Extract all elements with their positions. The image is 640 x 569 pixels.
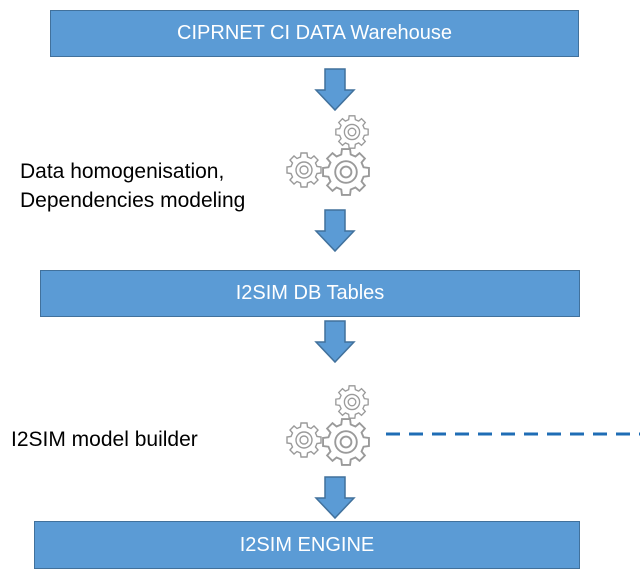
warehouse-label: CIPRNET CI DATA Warehouse <box>177 22 452 44</box>
homogenisation-line1: Data homogenisation, <box>20 160 225 183</box>
down-arrow-icon <box>314 209 356 253</box>
down-arrow-icon <box>314 320 356 364</box>
warehouse-block: CIPRNET CI DATA Warehouse <box>50 10 579 57</box>
homogenisation-label: Data homogenisation, Dependencies modeli… <box>20 157 245 215</box>
gears-icon <box>286 385 370 466</box>
model-builder-label: I2SIM model builder <box>11 428 198 451</box>
db-tables-block: I2SIM DB Tables <box>40 270 580 317</box>
engine-label: I2SIM ENGINE <box>239 533 375 556</box>
gears-icon <box>286 115 370 196</box>
dashed-connector <box>386 432 640 436</box>
db-tables-label: I2SIM DB Tables <box>235 282 385 304</box>
down-arrow-icon <box>314 68 356 112</box>
engine-block: I2SIM ENGINE <box>34 521 580 569</box>
down-arrow-icon <box>314 476 356 520</box>
homogenisation-line2: Dependencies modeling <box>20 189 246 212</box>
